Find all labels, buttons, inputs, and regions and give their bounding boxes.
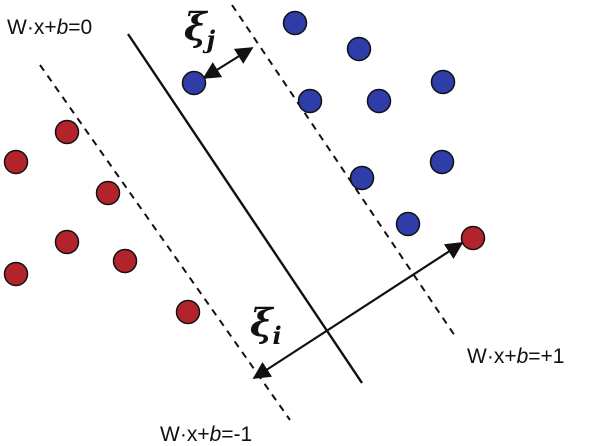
positive-margin-line xyxy=(231,4,456,337)
negative-point xyxy=(54,229,80,255)
negative-point xyxy=(3,261,29,287)
negative-point xyxy=(54,119,80,145)
positive-point xyxy=(366,88,392,114)
positive-point xyxy=(430,69,456,95)
negative-outlier-point xyxy=(460,225,486,251)
decision-boundary-label: W·x+b=0 xyxy=(7,16,92,39)
positive-class-points xyxy=(181,10,456,237)
negative-point xyxy=(112,248,138,274)
negative-class-points xyxy=(3,119,486,325)
negative-point xyxy=(175,299,201,325)
positive-margin-label: W·x+b=+1 xyxy=(467,345,564,368)
positive-point xyxy=(395,211,421,237)
positive-point xyxy=(349,165,375,191)
negative-point xyxy=(3,149,29,175)
slack-i-label: ξi xyxy=(250,300,282,350)
slack-i-arrow xyxy=(252,242,464,379)
positive-point xyxy=(429,149,455,175)
slack-j-label: ξj xyxy=(184,4,216,54)
slack-j-arrow xyxy=(202,47,254,79)
negative-margin-label: W·x+b=-1 xyxy=(160,423,252,446)
positive-point xyxy=(282,10,308,36)
negative-point xyxy=(95,180,121,206)
positive-point xyxy=(297,88,323,114)
positive-outlier-point xyxy=(181,70,207,96)
positive-point xyxy=(346,36,372,62)
